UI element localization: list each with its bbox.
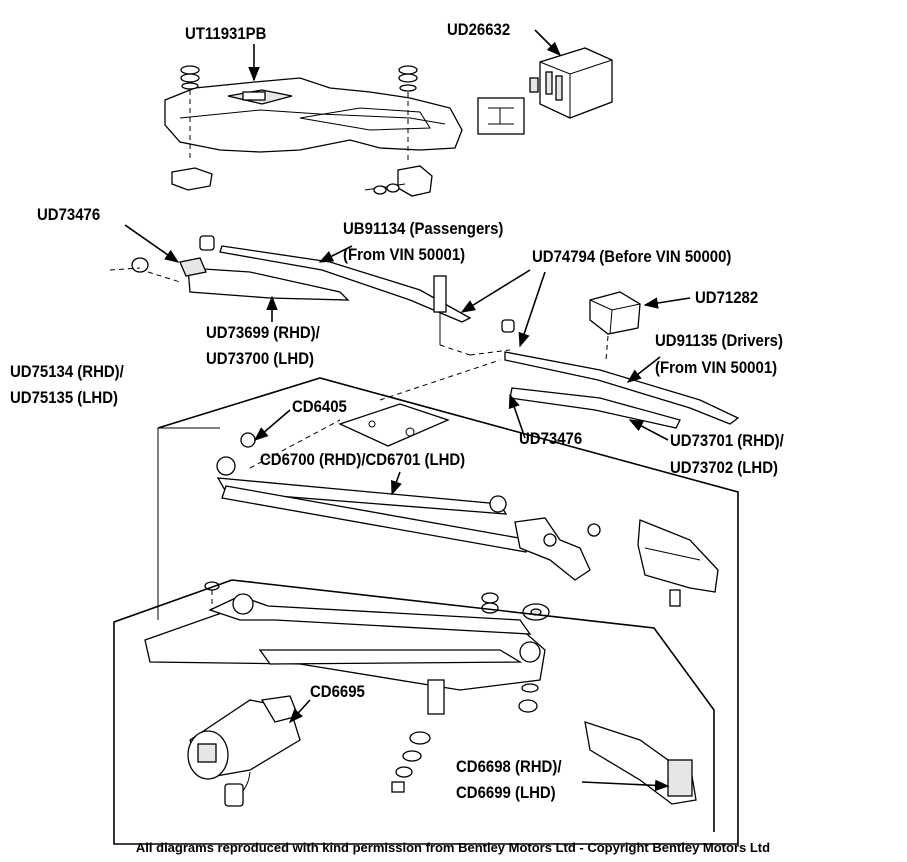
label-ud71282: UD71282 <box>695 289 758 307</box>
label-cd6698-line1: CD6698 (RHD)/ <box>456 758 562 776</box>
label-cd6700: CD6700 (RHD)/CD6701 (LHD) <box>260 451 465 469</box>
label-ub91134-line1: UB91134 (Passengers) <box>343 220 503 238</box>
copyright-credit: All diagrams reproduced with kind permis… <box>136 840 770 855</box>
assembly-dash-lines <box>109 267 511 469</box>
label-ud73699-line2: UD73700 (LHD) <box>206 350 314 368</box>
label-cd6698-line2: CD6699 (LHD) <box>456 784 556 802</box>
label-cd6405: CD6405 <box>292 398 347 416</box>
label-ud91135-line1: UD91135 (Drivers) <box>655 332 783 350</box>
mounting-plate-drawing <box>338 403 450 447</box>
label-ud74794: UD74794 (Before VIN 50000) <box>532 248 731 266</box>
leader-lines <box>124 29 691 792</box>
relay-drawing <box>477 47 613 135</box>
label-ud75134-line1: UD75134 (RHD)/ <box>10 363 124 381</box>
driver-wiper-drawing <box>501 291 740 429</box>
label-cd6695: CD6695 <box>310 683 365 701</box>
label-ud91135-line2: (From VIN 50001) <box>655 359 777 377</box>
label-ud73699-line1: UD73699 (RHD)/ <box>206 324 320 342</box>
passenger-wiper-drawing <box>131 235 472 345</box>
label-ud26632: UD26632 <box>447 21 510 39</box>
label-ud73701-line1: UD73701 (RHD)/ <box>670 432 784 450</box>
scuttle-cover-drawing <box>164 65 463 197</box>
label-ud73476-top: UD73476 <box>37 206 100 224</box>
label-ut11931pb: UT11931PB <box>185 25 266 43</box>
lower-frame-drawing <box>144 581 697 807</box>
linkage-drawing <box>216 432 719 607</box>
label-ud73701-line2: UD73702 (LHD) <box>670 459 778 477</box>
group-outline <box>113 377 739 845</box>
label-ub91134-line2: (From VIN 50001) <box>343 246 465 264</box>
label-ud75134-line2: UD75135 (LHD) <box>10 389 118 407</box>
label-ud73476-mid: UD73476 <box>519 430 582 448</box>
